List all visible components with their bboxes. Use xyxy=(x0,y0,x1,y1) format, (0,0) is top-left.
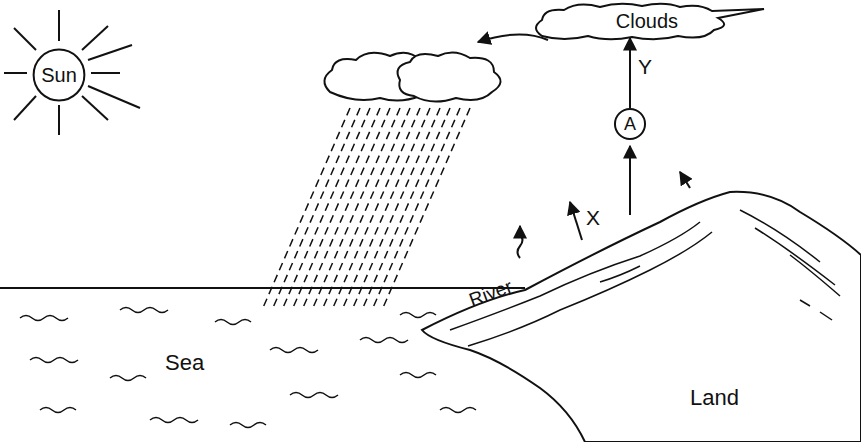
rain-clouds xyxy=(324,52,500,101)
sea-waves xyxy=(20,308,476,428)
horizon-line xyxy=(0,287,525,289)
node-text: Clouds xyxy=(616,10,678,33)
land xyxy=(422,192,861,442)
sun-circle: Sun xyxy=(32,48,86,102)
cloud-movement-arrow xyxy=(478,34,548,42)
rain xyxy=(262,108,470,310)
flow-arrow xyxy=(629,38,631,108)
point-circle: A xyxy=(614,108,646,140)
evaporation-arrows xyxy=(518,146,691,258)
sea-label: Sea xyxy=(165,350,204,376)
cloud-shape: Clouds xyxy=(528,0,766,42)
arrow-label: X xyxy=(586,206,600,230)
river xyxy=(450,222,712,346)
land-label: Land xyxy=(690,385,739,411)
node-text: Sun xyxy=(41,64,77,87)
land-contours xyxy=(740,210,840,320)
arrow-label: Y xyxy=(638,55,652,79)
sun-rays xyxy=(4,10,140,135)
node-text: A xyxy=(624,114,636,135)
